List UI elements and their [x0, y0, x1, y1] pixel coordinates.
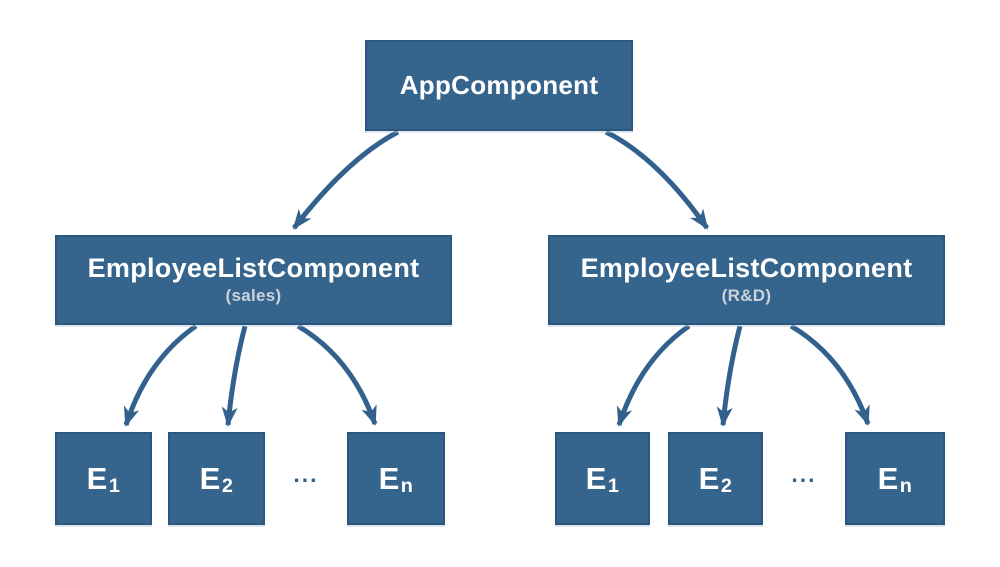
arrow-sales-to-e1 — [123, 323, 198, 427]
node-rnd-employee-n: En — [845, 432, 945, 525]
node-label: AppComponent — [399, 70, 599, 101]
node-sales-employee-n: En — [347, 432, 445, 525]
node-label: E2 — [698, 460, 733, 498]
node-sublabel: (sales) — [225, 285, 282, 305]
node-employee-list-rnd: EmployeeListComponent (R&D) — [548, 235, 945, 325]
node-label: EmployeeListComponent — [87, 253, 420, 284]
node-app-component: AppComponent — [365, 40, 633, 131]
arrow-root-to-rnd-list — [604, 129, 710, 230]
ellipsis-rnd: ... — [791, 461, 817, 487]
node-rnd-employee-1: E1 — [555, 432, 650, 525]
node-label: E2 — [199, 460, 234, 498]
arrow-sales-to-e2 — [221, 325, 248, 427]
node-sublabel: (R&D) — [721, 285, 772, 305]
node-rnd-employee-2: E2 — [668, 432, 763, 525]
arrow-root-to-sales-list — [292, 129, 400, 230]
node-label: E1 — [86, 460, 121, 498]
arrow-rnd-to-e2 — [716, 325, 743, 427]
arrow-rnd-to-e1 — [616, 323, 691, 427]
node-label: En — [378, 460, 414, 498]
node-label: En — [877, 460, 913, 498]
node-sales-employee-1: E1 — [55, 432, 152, 525]
arrow-sales-to-en — [296, 323, 378, 426]
arrow-rnd-to-en — [789, 323, 871, 426]
ellipsis-sales: ... — [293, 461, 319, 487]
node-employee-list-sales: EmployeeListComponent (sales) — [55, 235, 452, 325]
node-sales-employee-2: E2 — [168, 432, 265, 525]
node-label: EmployeeListComponent — [580, 253, 913, 284]
node-label: E1 — [585, 460, 620, 498]
